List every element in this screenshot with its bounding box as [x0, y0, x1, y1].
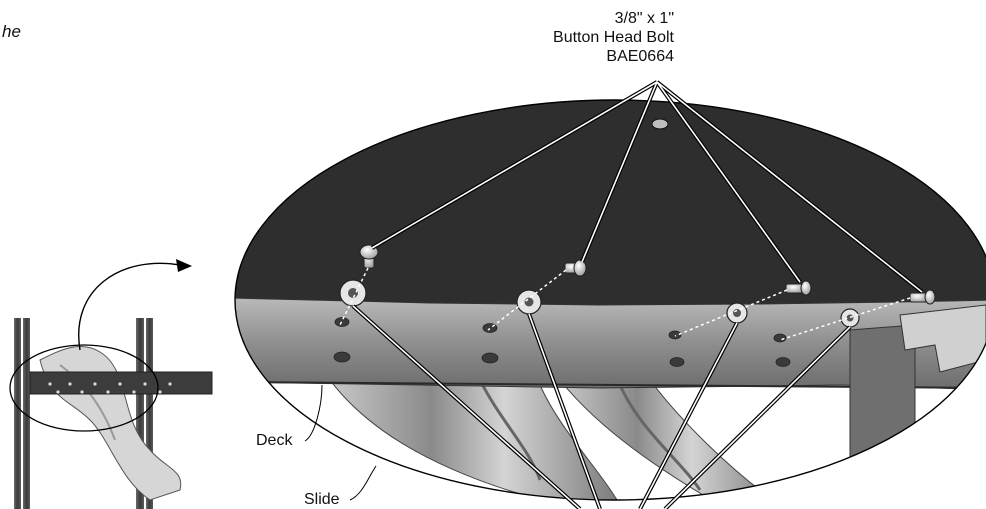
bolt-4 — [909, 289, 936, 305]
bolt-leaders — [370, 80, 924, 294]
inset-post-left-2 — [23, 318, 30, 509]
inset-highlight-circle — [9, 344, 159, 432]
alignment-lines — [339, 267, 911, 341]
bolt-name-label: Button Head Bolt — [553, 29, 674, 46]
deck-label: Deck — [256, 432, 293, 449]
bolt-part-number: BAE0664 — [606, 48, 674, 65]
bolt-callout: 3/8" x 1" Button Head Bolt BAE0664 — [553, 9, 674, 66]
inset-playset — [9, 318, 213, 509]
bolts — [359, 244, 936, 305]
bolt-3 — [785, 280, 812, 296]
deck-leader — [304, 384, 323, 442]
page-text-fragment: he — [2, 22, 21, 41]
inset-slide — [39, 346, 182, 501]
inset-post-left — [14, 318, 21, 509]
zoom-arrow — [78, 262, 181, 351]
slide-label: Slide — [304, 491, 340, 508]
enlarged-view — [235, 100, 986, 500]
inset-post-right — [136, 318, 144, 509]
zoom-arrow-head — [176, 259, 192, 272]
enlarged-view-outline — [234, 99, 986, 501]
inset-post-right-2 — [146, 318, 153, 509]
bolt-size-label: 3/8" x 1" — [614, 10, 674, 27]
washer-leaders — [351, 304, 852, 509]
bolt-2 — [564, 259, 587, 277]
slide-leader — [349, 465, 377, 501]
